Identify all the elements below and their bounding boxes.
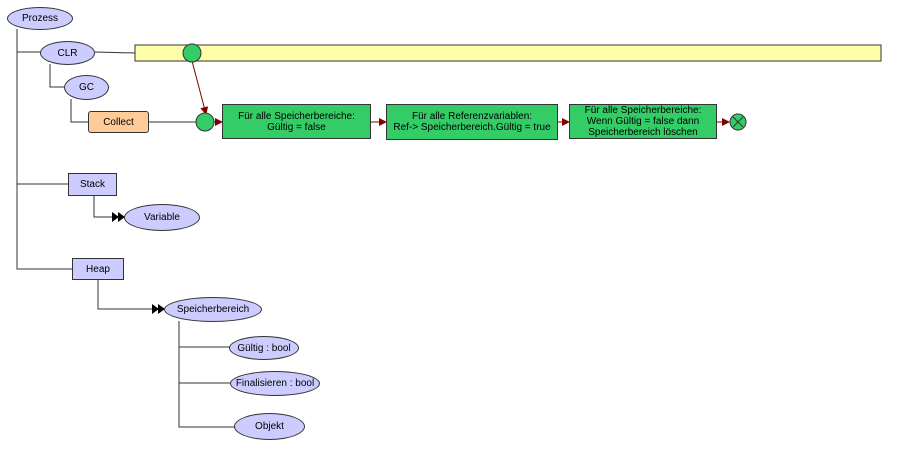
tree-lines bbox=[16, 29, 235, 428]
clr-timeline-bar bbox=[134, 44, 882, 62]
node-stack[interactable]: Stack bbox=[68, 173, 117, 196]
node-heap[interactable]: Heap bbox=[72, 258, 124, 280]
node-prozess[interactable]: Prozess bbox=[7, 7, 73, 30]
fork-node-top bbox=[182, 43, 202, 63]
clr-to-bar-line bbox=[94, 51, 136, 54]
start-node bbox=[195, 112, 215, 132]
activity-step1[interactable]: Für alle Speicherbereiche: Gültig = fals… bbox=[222, 104, 371, 139]
node-gc[interactable]: GC bbox=[64, 75, 109, 100]
node-clr[interactable]: CLR bbox=[40, 41, 95, 65]
end-node bbox=[729, 113, 747, 131]
node-objekt[interactable]: Objekt bbox=[234, 413, 305, 440]
node-gueltig[interactable]: Gültig : bool bbox=[229, 336, 299, 360]
node-collect[interactable]: Collect bbox=[88, 111, 149, 133]
double-arrowheads bbox=[112, 212, 165, 314]
node-variable[interactable]: Variable bbox=[124, 204, 200, 231]
activity-step2[interactable]: Für alle Referenzvariablen: Ref-> Speich… bbox=[386, 104, 558, 140]
node-speicherbereich[interactable]: Speicherbereich bbox=[164, 297, 262, 322]
activity-step3[interactable]: Für alle Speicherbereiche: Wenn Gültig =… bbox=[569, 104, 717, 139]
flow-arrows bbox=[191, 60, 730, 126]
node-finalisieren[interactable]: Finalisieren : bool bbox=[230, 371, 320, 396]
